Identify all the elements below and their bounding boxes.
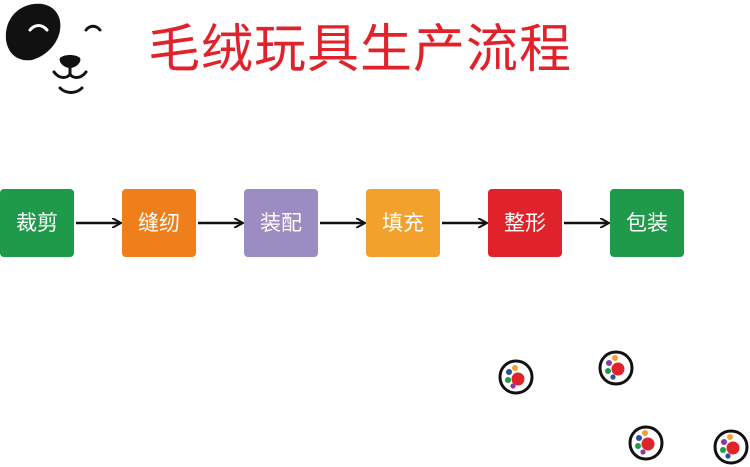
- step-sewing: 缝纫: [122, 189, 196, 257]
- process-arrows: [76, 188, 750, 260]
- step-packaging: 包装: [610, 189, 684, 257]
- step-cutting: 裁剪: [0, 189, 74, 257]
- paw-print-icon: [628, 425, 664, 461]
- step-shaping: 整形: [488, 189, 562, 257]
- paw-print-icon: [498, 359, 534, 395]
- paw-print-icon: [598, 350, 634, 386]
- dog-face-logo-icon: [5, 3, 102, 94]
- page-title: 毛绒玩具生产流程: [148, 20, 573, 80]
- step-assembly: 装配: [244, 189, 318, 257]
- step-stuffing: 填充: [366, 189, 440, 257]
- process-flow: 裁剪 缝纫 装配 填充 整形 包装: [0, 188, 750, 260]
- paw-print-icon: [713, 429, 749, 465]
